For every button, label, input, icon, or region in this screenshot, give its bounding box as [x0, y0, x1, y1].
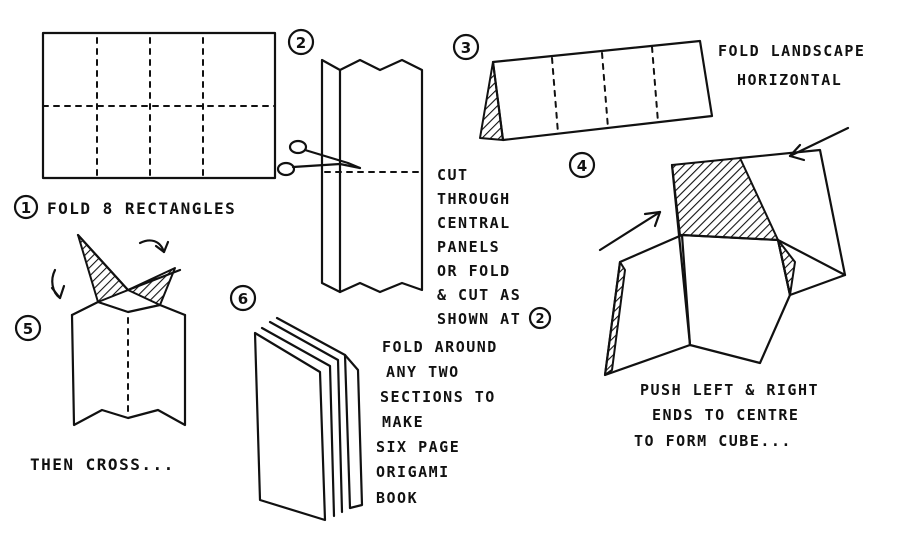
step6-caption-line-5: SIX PAGE — [376, 438, 460, 456]
step5-caption: THEN CROSS... — [30, 455, 175, 474]
step5-crossed-fold — [70, 233, 187, 427]
cut-note-ref: 2 — [535, 312, 544, 327]
cut-note-line-1: CUT — [437, 166, 469, 184]
cut-note-line-4: PANELS — [437, 238, 500, 256]
step3-caption-line-1: FOLD LANDSCAPE — [718, 42, 865, 60]
step1-caption: FOLD 8 RECTANGLES — [47, 199, 236, 218]
step2-number-badge: 2 — [287, 28, 315, 56]
cross-left-arrow-icon — [50, 268, 66, 300]
step1-sheet — [41, 31, 277, 180]
step6-caption-line-7: BOOK — [376, 489, 418, 507]
step3-number: 3 — [461, 39, 471, 57]
step6-origami-book — [253, 316, 364, 522]
step4-caption-line-2: ENDS TO CENTRE — [652, 406, 799, 424]
scissors-icon — [276, 139, 362, 177]
step4-number: 4 — [577, 157, 587, 175]
step6-caption: FOLD AROUND ANY TWO SECTIONS TO MAKE SIX… — [376, 338, 508, 507]
step4-caption: PUSH LEFT & RIGHT ENDS TO CENTRE TO FORM… — [634, 381, 830, 450]
step4-caption-line-1: PUSH LEFT & RIGHT — [640, 381, 819, 399]
step6-caption-line-2: ANY TWO — [386, 363, 460, 381]
cut-note-line-7: SHOWN AT — [437, 310, 521, 328]
step1-number: 1 — [21, 199, 31, 217]
cut-note-line-6: & CUT AS — [437, 286, 521, 304]
step1-number-badge: 1 — [13, 194, 39, 220]
step3-number-badge: 3 — [452, 33, 480, 61]
step2-number: 2 — [296, 34, 306, 52]
step3-caption-line-2: HORIZONTAL — [737, 71, 842, 89]
step3-tent-fold — [479, 39, 714, 142]
cut-note-line-5: OR FOLD — [437, 262, 511, 280]
step5-number-badge: 5 — [14, 314, 42, 342]
step4-cube-fold — [603, 148, 847, 377]
step4-number-badge: 4 — [568, 151, 596, 179]
step6-caption-line-3: SECTIONS TO — [380, 388, 496, 406]
cut-note: CUT THROUGH CENTRAL PANELS OR FOLD & CUT… — [437, 166, 532, 328]
cut-note-line-3: CENTRAL — [437, 214, 511, 232]
step4-caption-line-3: TO FORM CUBE... — [634, 432, 792, 450]
push-right-arrow-icon — [788, 126, 850, 162]
step6-number: 6 — [238, 290, 248, 308]
push-left-arrow-icon — [598, 210, 662, 252]
step6-number-badge: 6 — [229, 284, 257, 312]
cut-note-line-2: THROUGH — [437, 190, 511, 208]
step6-caption-line-4: MAKE — [382, 413, 424, 431]
step5-number: 5 — [23, 320, 33, 338]
step6-caption-line-6: ORIGAMI — [376, 463, 450, 481]
step2-folded-sheet — [320, 58, 424, 294]
step6-caption-line-1: FOLD AROUND — [382, 338, 498, 356]
cut-note-ref-badge: 2 — [528, 306, 552, 330]
cross-right-arrow-icon — [138, 239, 170, 254]
